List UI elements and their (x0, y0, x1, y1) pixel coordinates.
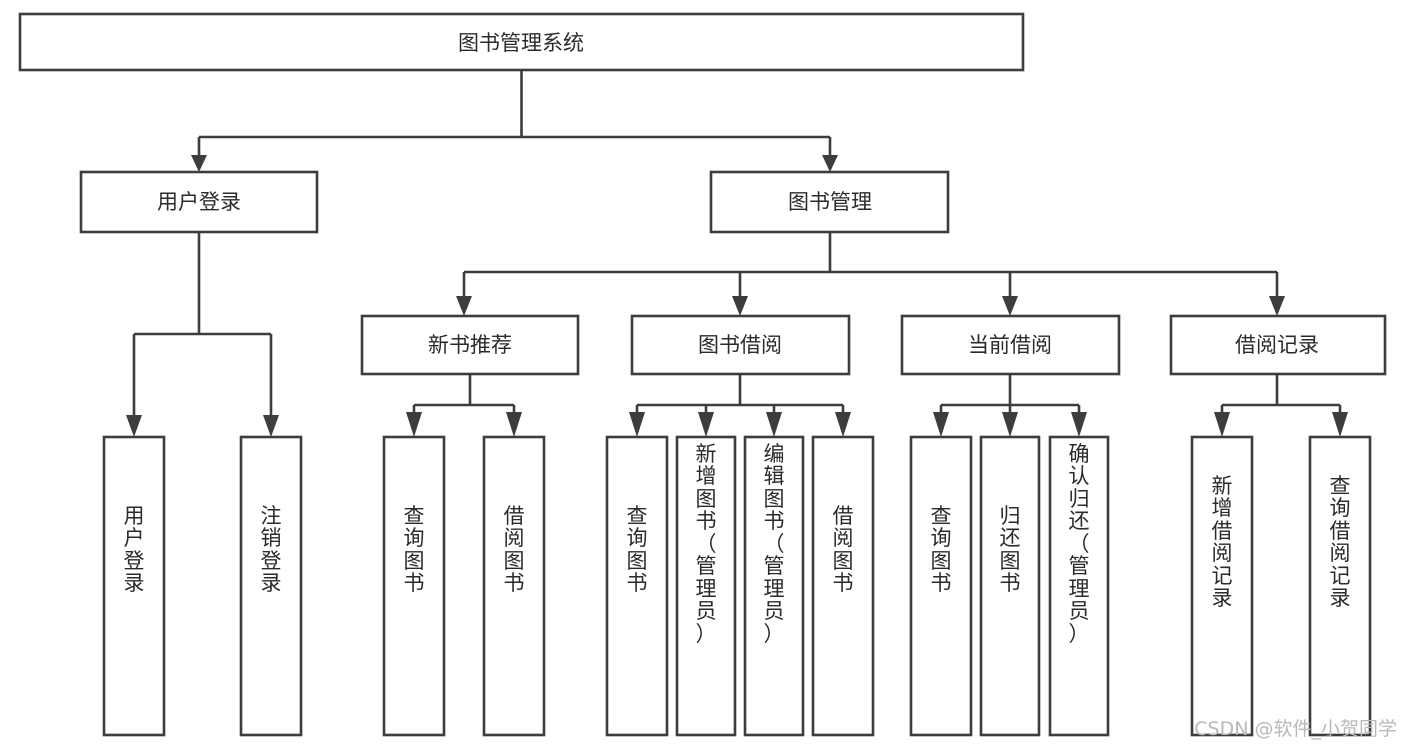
node-book-manage-box[interactable] (709, 170, 950, 234)
node-user-login[interactable]: 用户登录 (79, 170, 319, 234)
arrow-head-leaf-add-record (1214, 412, 1230, 437)
leaf-box-add-book[interactable] (675, 435, 737, 737)
arrow-head-leaf-edit-book (766, 412, 782, 437)
node-book-manage[interactable]: 图书管理 (709, 170, 950, 234)
leaf-box-user-logout[interactable] (239, 435, 303, 737)
node-current-borrow[interactable]: 当前借阅 (900, 314, 1121, 376)
arrow-head-leaf-query-record (1332, 412, 1348, 437)
arrow-head-leaf-borrow-book-2 (835, 412, 851, 437)
arrow-head-leaf-user-logout (263, 415, 279, 437)
watermark: CSDN @软件_小贺同学 (1194, 718, 1397, 740)
arrow-head-leaf-query-book-3 (933, 412, 949, 437)
arrow-head-leaf-return-book (1002, 412, 1018, 437)
node-user-login-label: 用户登录 (157, 190, 241, 214)
arrow-head-leaf-query-book-1 (406, 412, 422, 437)
node-current-borrow-label: 当前借阅 (968, 333, 1052, 357)
arrow-head-leaf-borrow-book-1 (506, 412, 522, 437)
arrow-head-current-borrow (1002, 296, 1018, 316)
node-new-book-recommend-label: 新书推荐 (428, 333, 512, 357)
arrow-head-book-manage (822, 155, 838, 172)
arrow-head-new-book-recommend (456, 296, 472, 316)
arrow-head-borrow-record (1269, 296, 1285, 316)
leaf-box-query-book-2[interactable] (605, 435, 669, 737)
leaf-box-query-book-1[interactable] (382, 435, 446, 737)
arrow-head-leaf-add-book (698, 412, 714, 437)
arrow-head-user-login (191, 155, 207, 172)
node-book-manage-label: 图书管理 (788, 190, 872, 214)
leaf-box-borrow-book-1[interactable] (482, 435, 546, 737)
leaf-box-confirm-return[interactable] (1048, 435, 1110, 737)
leaf-box-return-book[interactable] (979, 435, 1041, 737)
node-borrow-record-box[interactable] (1169, 314, 1387, 376)
arrow-head-leaf-confirm-return (1071, 412, 1087, 437)
leaf-box-borrow-book-2[interactable] (811, 435, 875, 737)
node-borrow-record-label: 借阅记录 (1235, 333, 1319, 357)
arrow-head-leaf-user-login (126, 415, 142, 437)
node-current-borrow-box[interactable] (900, 314, 1121, 376)
node-root-box[interactable] (18, 12, 1025, 72)
node-book-borrow-label: 图书借阅 (698, 333, 782, 357)
leaf-box-query-record[interactable] (1308, 435, 1372, 737)
node-new-book-recommend[interactable]: 新书推荐 (360, 314, 580, 376)
connector-layer (126, 70, 1348, 437)
leaf-box-add-record[interactable] (1190, 435, 1254, 737)
arrow-head-leaf-query-book-2 (629, 412, 645, 437)
node-user-login-box[interactable] (79, 170, 319, 234)
node-root-label: 图书管理系统 (458, 31, 584, 55)
node-book-borrow[interactable]: 图书借阅 (630, 314, 851, 376)
node-root[interactable]: 图书管理系统 (18, 12, 1025, 72)
node-new-book-recommend-box[interactable] (360, 314, 580, 376)
node-borrow-record[interactable]: 借阅记录 (1169, 314, 1387, 376)
leaf-box-user-login[interactable] (102, 435, 166, 737)
node-book-borrow-box[interactable] (630, 314, 851, 376)
leaf-box-query-book-3[interactable] (909, 435, 973, 737)
arrow-head-book-borrow (732, 296, 748, 316)
leaf-box-edit-book[interactable] (743, 435, 805, 737)
